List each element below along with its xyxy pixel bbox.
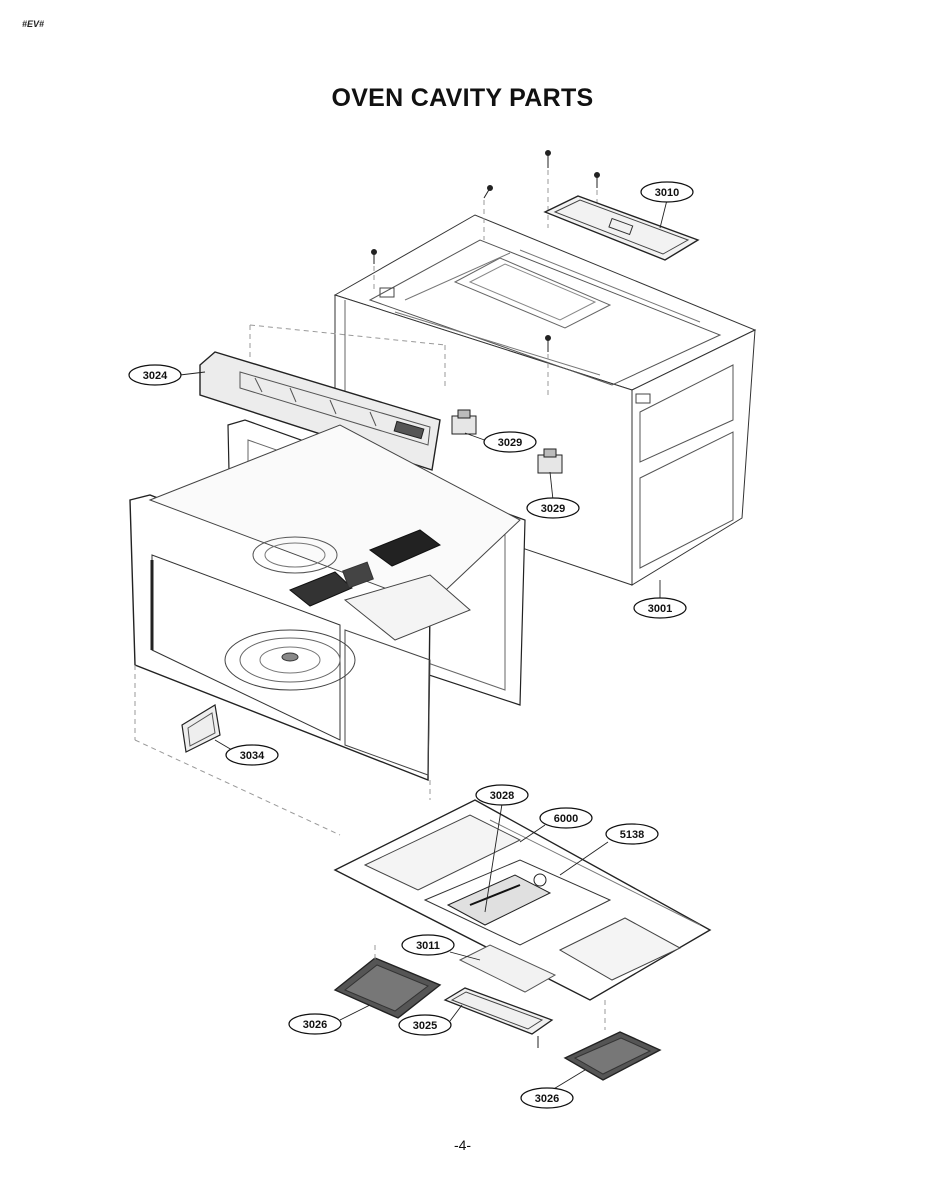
callout-label-3001: 3001: [648, 603, 672, 615]
callout-oval-6000: [539, 807, 593, 829]
grease-filter-right-part: [563, 1031, 662, 1081]
callout-label-3028: 3028: [490, 790, 514, 802]
callout-oval-5138: [605, 823, 659, 845]
callout-label-3010: 3010: [655, 187, 679, 199]
callout-oval-3026-left: [288, 1013, 342, 1035]
callout-oval-3034: [225, 744, 279, 766]
callout-oval-3025: [398, 1014, 452, 1036]
callout-label-3011: 3011: [416, 940, 440, 952]
callout-label-3026-left: 3026: [303, 1019, 327, 1031]
hinge-bracket-lower-part: [537, 448, 563, 474]
callout-ovals: [128, 181, 694, 1109]
callout-oval-3028: [475, 784, 529, 806]
hinge-bracket-upper-part: [451, 409, 477, 435]
callout-label-3029-lower: 3029: [541, 503, 565, 515]
callout-oval-3011: [401, 934, 455, 956]
page-number: -4-: [453, 1137, 472, 1153]
callout-label-5138: 5138: [620, 829, 644, 841]
callout-label-3025: 3025: [413, 1020, 437, 1032]
side-bracket-part: [181, 704, 221, 753]
callout-label-6000: 6000: [554, 813, 578, 825]
callout-oval-3029-lower: [526, 497, 580, 519]
callout-oval-3026-right: [520, 1087, 574, 1109]
callout-label-3024: 3024: [143, 370, 168, 382]
callout-oval-3029-upper: [483, 431, 537, 453]
bottom-cover-part: [458, 944, 557, 993]
cavity-front-frame: [129, 424, 521, 782]
page-title: OVEN CAVITY PARTS: [331, 84, 594, 112]
corner-mark: #EV#: [22, 19, 45, 29]
callout-oval-3010: [640, 181, 694, 203]
callout-label-3026-right: 3026: [535, 1093, 559, 1105]
front-grille-panel-part: [199, 351, 441, 471]
callout-label-3029-upper: 3029: [498, 437, 522, 449]
top-cover-plate-part: [543, 195, 700, 261]
callout-oval-3024: [128, 364, 182, 386]
turntable-plate: [224, 629, 356, 691]
grease-filter-left-part: [333, 957, 442, 1019]
callout-label-3034: 3034: [240, 750, 265, 762]
callout-labels: 3010 3024 3029 3029 3001 3034 3028 6000 …: [143, 187, 679, 1105]
callout-oval-3001: [633, 597, 687, 619]
top-screws: [371, 150, 600, 352]
filter-cover-part: [443, 987, 554, 1048]
